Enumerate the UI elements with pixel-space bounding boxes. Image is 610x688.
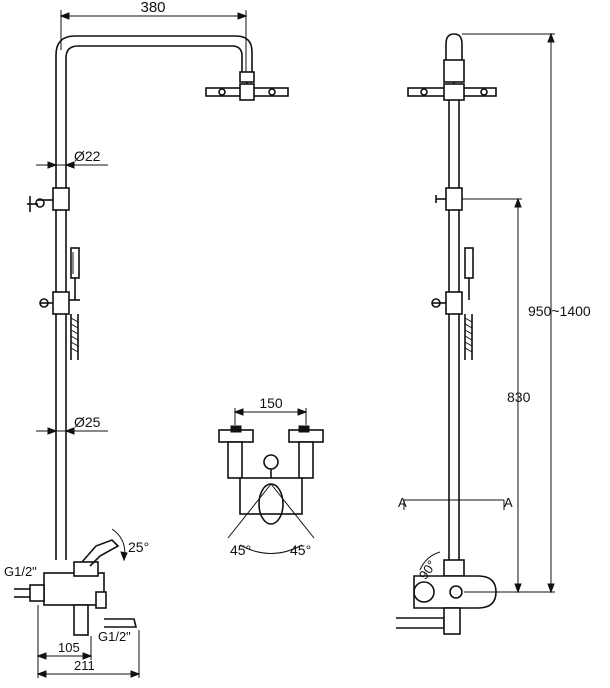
hand-shower [39, 247, 80, 360]
dia-upper-dimension: Ø22 [36, 148, 108, 169]
base-depth-label: 211 [74, 658, 95, 673]
top-width-dimension: 380 [59, 0, 248, 80]
dia-lower-label: Ø25 [74, 414, 101, 430]
front-view: 380 [4, 0, 289, 678]
width-top-label: 380 [140, 0, 165, 16]
angle-right-label: 45° [290, 542, 311, 558]
side-view: A A 90° 950~1400 830 [396, 32, 591, 635]
spout-depth-label: 105 [58, 640, 80, 655]
dia-lower-dimension: Ø25 [36, 414, 108, 435]
height-dimensions: 950~1400 830 [462, 32, 591, 594]
height-fixed-label: 830 [507, 389, 531, 405]
section-marker: A A [398, 495, 513, 510]
rain-shower-head [205, 83, 289, 101]
outlet-thread-label: G1/2" [98, 629, 131, 644]
overhead-arm [55, 35, 255, 190]
valve-top-view: 150 45° 45° [218, 395, 324, 558]
front-mixer-valve: 25° G1/2" G1/2" [4, 528, 149, 644]
side-hand-shower [431, 247, 474, 360]
main-riser [27, 187, 70, 560]
inlet-thread-label: G1/2" [4, 564, 37, 579]
valve-spacing-label: 150 [259, 395, 283, 411]
depth-dimensions: 105 211 [36, 605, 141, 678]
side-shower-head [407, 83, 497, 101]
dia-upper-label: Ø22 [74, 148, 101, 164]
lever-angle-label: 25° [128, 539, 149, 555]
height-range-label: 950~1400 [528, 303, 591, 319]
side-mixer-valve: 90° [396, 551, 497, 635]
section-left-label: A [398, 495, 407, 510]
section-right-label: A [504, 495, 513, 510]
angle-left-label: 45° [230, 542, 251, 558]
